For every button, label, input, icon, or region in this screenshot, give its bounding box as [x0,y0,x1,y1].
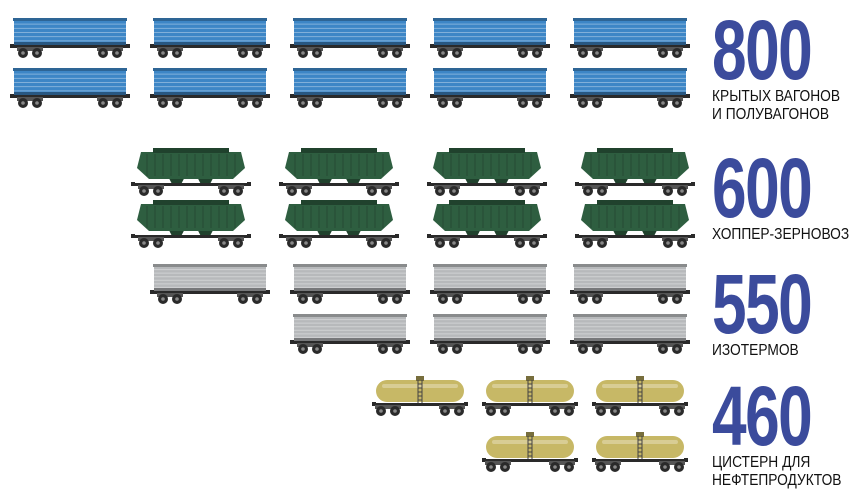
stat-label: КРЫТЫХ ВАГОНОВ [712,88,841,105]
isothermal-wagon-icon [430,314,550,354]
covered-wagon-icon [150,18,270,58]
stat-label: НЕФТЕПРОДУКТОВ [712,472,842,489]
tank-wagon-icon [592,432,688,472]
hopper-wagon-icon [279,200,399,248]
isothermal-wagon-icon [150,264,270,304]
isothermal-wagon-icon [430,264,550,304]
tank-wagon-icon [482,376,578,416]
covered-wagon-icon [570,18,690,58]
hopper-wagon-icon [279,148,399,196]
stat-hopper-wagons: 600 ХОППЕР-ЗЕРНОВОЗОВ [712,141,849,244]
stat-number: 600 [712,141,813,235]
isothermal-wagon-icon [290,264,410,304]
stat-number: 800 [712,3,813,97]
stat-label: ХОППЕР-ЗЕРНОВОЗОВ [712,226,849,243]
covered-wagon-icon [10,18,130,58]
stat-number: 460 [712,369,813,463]
hopper-wagon-icon [575,200,695,248]
hopper-wagon-icon [427,200,547,248]
covered-wagon-icon [570,68,690,108]
hopper-wagon-icon [575,148,695,196]
tank-wagon-icon [372,376,468,416]
covered-wagon-icon [290,18,410,58]
stat-number: 550 [712,257,813,351]
stat-covered-wagons: 800 КРЫТЫХ ВАГОНОВ И ПОЛУВАГОНОВ [712,3,849,124]
covered-wagon-icon [430,18,550,58]
stat-label: ИЗОТЕРМОВ [712,342,799,359]
tank-wagon-icon [592,376,688,416]
stat-isotherm-wagons: 550 ИЗОТЕРМОВ [712,257,846,360]
isothermal-wagon-icon [570,264,690,304]
isothermal-wagon-icon [290,314,410,354]
hopper-wagon-icon [427,148,547,196]
stat-label: И ПОЛУВАГОНОВ [712,106,830,123]
covered-wagon-icon [150,68,270,108]
tank-wagon-icon [482,432,578,472]
covered-wagon-icon [290,68,410,108]
hopper-wagon-icon [131,148,251,196]
stat-tank-wagons: 460 ЦИСТЕРН ДЛЯ НЕФТЕПРОДУКТОВ [712,369,849,490]
covered-wagon-icon [430,68,550,108]
covered-wagon-icon [10,68,130,108]
hopper-wagon-icon [131,200,251,248]
isothermal-wagon-icon [570,314,690,354]
stat-label: ЦИСТЕРН ДЛЯ [712,454,811,471]
